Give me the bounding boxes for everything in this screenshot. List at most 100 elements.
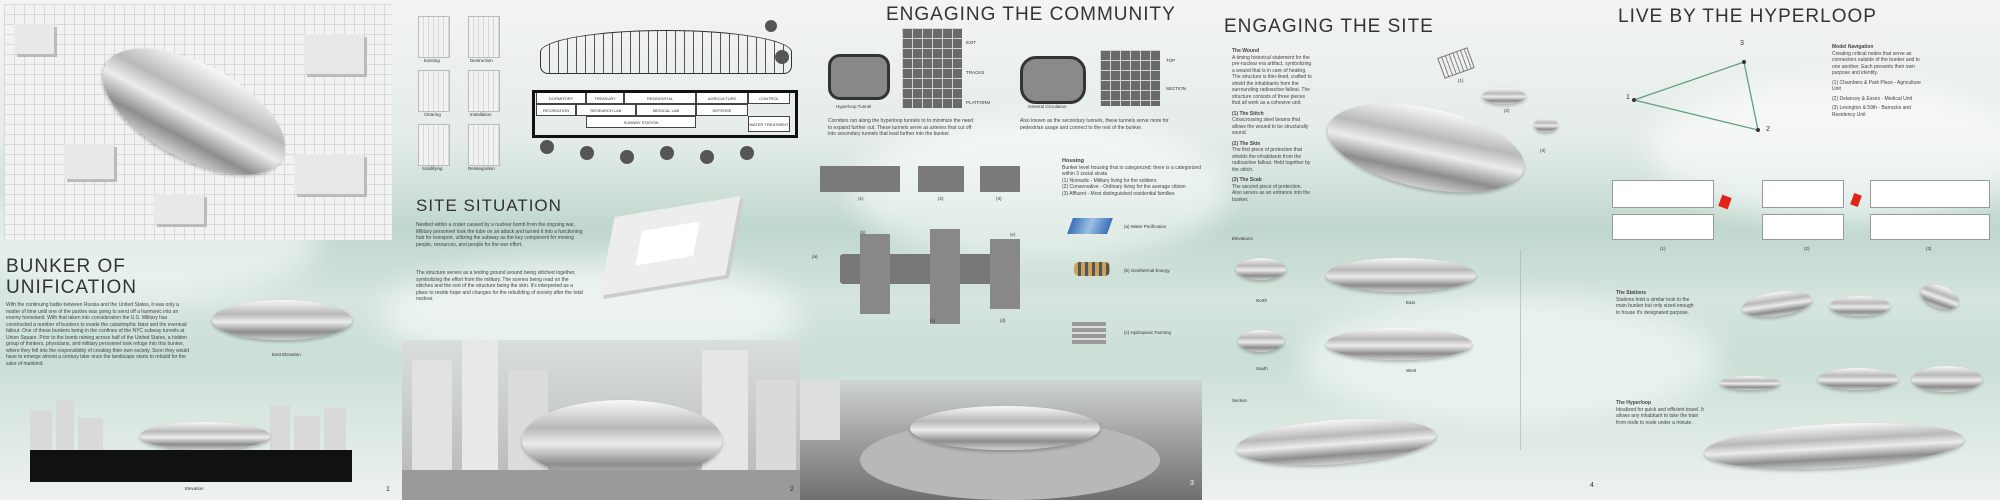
stitch-part-render [1437,47,1475,79]
strip-label: (2) [1804,246,1810,251]
sec-label: TRACKS [966,70,985,75]
community-title: ENGAGING THE COMMUNITY [886,4,1176,25]
station-plan-strip [1612,180,1994,240]
housing-unit-1 [820,166,900,192]
housing-item: (1) Nomadic - Military living for the so… [1062,177,1157,184]
phase-label: Destruction [470,58,493,63]
section-render [1234,413,1438,471]
wound-text: A timing historical statement for the pr… [1232,54,1312,107]
plan-label: (e) [1010,232,1016,237]
phase-thumb-installation [468,70,500,112]
phase-label: Reintegration [468,166,495,171]
section-label: Section [1232,398,1248,403]
east-elevation-render-2 [1326,258,1476,292]
circulation-text: Also known as the secondary tunnels, the… [1020,118,1169,131]
sec-label: PLATFORM [966,100,991,105]
page-number-3: 3 [1190,480,1194,487]
stitch-title: (1) The Stitch [1232,110,1264,117]
panel-1-title: BUNKER OF UNIFICATION [6,256,137,298]
station-render-6 [1912,366,1982,392]
plan-label: (c) [930,318,936,323]
west-elevation-render [1326,328,1472,360]
east-elevation-render [212,300,352,340]
node-label: 2 [1766,126,1770,133]
part-label: (2) [1504,108,1510,113]
water-purification-icon [1067,218,1113,234]
tunnel-label: Hyperloop Tunnel [836,104,872,109]
elev-name: East [1406,300,1416,305]
skin-part-render [1482,88,1526,104]
program-box: MEDICAL LAB [636,104,696,116]
plan-label: (d) [1000,318,1006,323]
scab-part-render [1534,118,1558,132]
stations-text-body: Stations hold a similar look to the main… [1616,296,1694,316]
station-render-3 [1917,279,1963,315]
panel-2-city-render [402,340,800,500]
general-circulation-section [1020,56,1086,104]
unit-label: (1) [858,196,864,201]
elev-name: West [1406,368,1417,373]
panel-3-crater-render [800,380,1202,500]
phase-label: Solidifying [422,166,443,171]
north-elevation-render [1236,258,1286,280]
circ-section-strip [1100,50,1160,106]
wound-title: The Wound [1232,48,1260,54]
plan-label: (b) [860,230,866,235]
hyperloop-text: The Hyperloop Idealized for quick and ef… [1616,400,1706,426]
elevation-caption: Elevation [185,486,204,491]
hyperloop-title: LIVE BY THE HYPERLOOP [1618,6,1877,27]
elevation-ground-bar [30,450,352,482]
circ-label: General Circulation [1028,104,1067,109]
phase-label: Installation [470,112,492,117]
scab-title: (3) The Scab [1232,177,1262,183]
phase-thumb-destruction [468,16,500,58]
housing-block: Housing Bunker level housing that is cat… [1062,158,1202,197]
section-line-sketches [1520,250,1581,450]
elevation-skyline [30,400,350,450]
page-number-4: 4 [1590,482,1594,489]
hydroponic-farming-icon [1072,322,1106,344]
node-network-diagram [1631,60,1760,132]
nav-item: (1) Chambers & Park Place - Agriculture … [1832,79,1921,93]
site-text-2: The structure serves as a testing ground… [416,270,583,302]
page-number-1: 1 [386,486,390,493]
sec-label: TOP [1166,58,1176,63]
strip-label: (3) [1926,246,1932,251]
station-render-2 [1830,296,1890,316]
bunker-plan-axon [820,224,1040,334]
hyper-title: The Hyperloop [1616,400,1652,406]
geothermal-energy-icon [1074,262,1110,276]
node-label: 1 [1626,94,1630,101]
nav-item: (3) Lexington & 59th - Barracks and Resi… [1832,105,1911,118]
energy-label: (a) Water Purification [1124,224,1167,229]
east-elevation-caption: East Elevation [272,352,301,357]
station-render-5 [1818,368,1898,390]
part-label: (1) [1458,78,1464,83]
stations-title: The Stations [1616,290,1647,296]
nav-title: Model Navigation [1832,44,1874,50]
hyperloop-render [1703,417,1965,475]
housing-unit-3 [980,166,1020,192]
tunnel-section-strip [902,28,962,108]
housing-text: Bunker level housing that is categorized… [1062,164,1201,178]
nav-text: Creating critical nodes that serve as co… [1832,50,1920,77]
program-box: DEFENSE [696,104,748,116]
phase-thumb-clearing [418,70,450,112]
page-number-2: 2 [790,486,794,493]
city-aerial-render [4,4,392,240]
sec-label: EXIT [966,40,977,45]
elev-name: South [1256,366,1268,371]
station-render-4 [1720,376,1780,390]
housing-item: (2) Conservative - Ordinary living for t… [1062,184,1186,190]
site-title: ENGAGING THE SITE [1224,16,1434,37]
station-render-1 [1740,287,1814,321]
skin-title: (2) The Skin [1232,140,1261,147]
phase-thumb-existing [418,16,450,58]
phase-label: Existing [424,58,440,63]
corridor-text: Corridors run along the hyperloop tunnel… [828,118,974,137]
elevations-label: Elevations [1232,236,1253,241]
wound-text-column: The Wound A timing historical statement … [1232,48,1312,203]
scab-text: The second piece of protection. Also ser… [1232,183,1311,203]
program-callout-dots [540,20,790,170]
